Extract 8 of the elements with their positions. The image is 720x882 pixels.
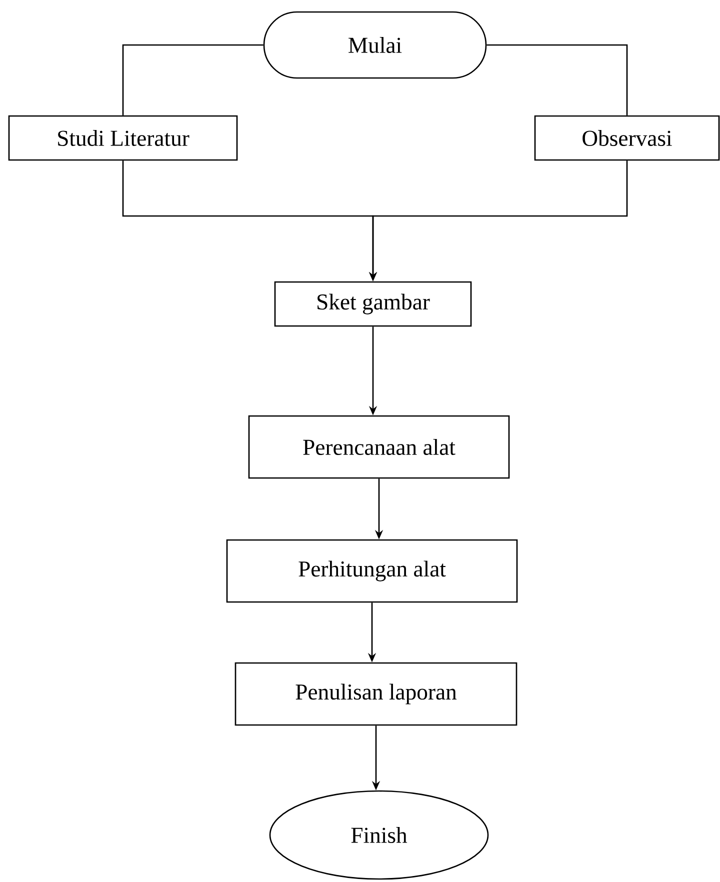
process-box: Studi Literatur xyxy=(8,115,238,161)
process-box: Sket gambar xyxy=(274,281,472,327)
process-box: Penulisan laporan xyxy=(234,662,518,726)
start-terminal: Mulai xyxy=(263,11,487,79)
end-terminal: Finish xyxy=(269,790,489,880)
process-box: Perencanaan alat xyxy=(248,415,510,479)
process-box: Observasi xyxy=(534,115,720,161)
process-box: Perhitungan alat xyxy=(226,539,518,603)
